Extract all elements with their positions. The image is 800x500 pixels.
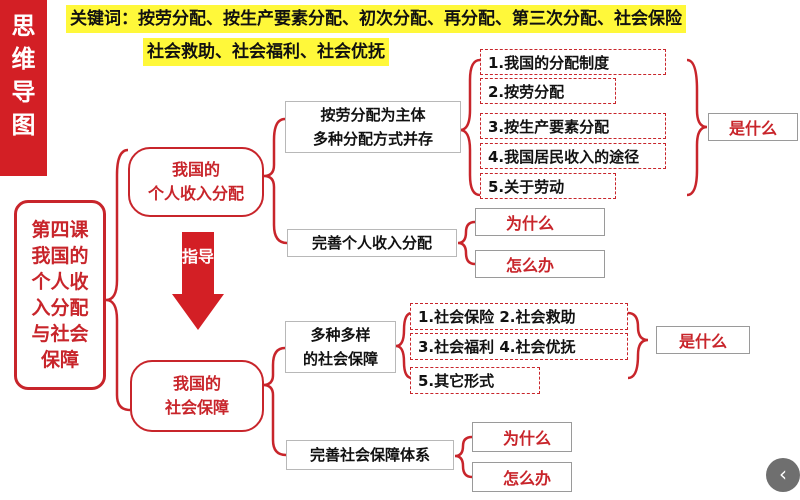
side-char: 思 — [11, 12, 36, 40]
security-node-line-2: 社会保障 — [164, 398, 229, 417]
list-item: 2.按劳分配 — [480, 78, 616, 104]
income-distribution-node: 我国的 个人收入分配 — [128, 147, 264, 217]
keywords-line-1: 关键词：按劳分配、按生产要素分配、初次分配、再分配、第三次分配、社会保险 — [66, 5, 686, 33]
side-char: 维 — [11, 45, 36, 73]
security-why-box: 为什么 — [472, 422, 572, 452]
keywords-line-2: 社会救助、社会福利、社会优抚 — [143, 38, 389, 66]
income-how-box: 怎么办 — [475, 250, 605, 278]
list-item: 5.其它形式 — [410, 367, 540, 394]
chevron-left-icon[interactable]: ‹ — [766, 458, 800, 492]
side-char: 导 — [11, 78, 36, 106]
lesson-title-box: 第四课我国的个人收入分配与社会保障 — [14, 200, 106, 390]
distribution-system-line-2: 多种分配方式并存 — [312, 130, 433, 148]
distribution-system-box: 按劳分配为主体 多种分配方式并存 — [285, 101, 461, 153]
diverse-security-box: 多种多样 的社会保障 — [285, 321, 396, 373]
list-item: 3.按生产要素分配 — [480, 113, 666, 139]
income-is-what-tag: 是什么 — [708, 113, 798, 141]
security-is-what-tag: 是什么 — [656, 326, 750, 354]
lesson-title: 第四课我国的个人收入分配与社会保障 — [31, 219, 89, 371]
guide-down-arrow-icon — [172, 232, 224, 330]
list-item: 4.我国居民收入的途径 — [480, 143, 666, 169]
income-node-line-1: 我国的 — [171, 160, 220, 179]
list-item: 5.关于劳动 — [480, 173, 616, 199]
mind-map-side-label: 思 维 导 图 — [0, 0, 47, 176]
side-char: 图 — [11, 111, 36, 139]
improve-security-system-box: 完善社会保障体系 — [286, 440, 454, 470]
social-security-node: 我国的 社会保障 — [130, 360, 264, 432]
security-how-box: 怎么办 — [472, 462, 572, 492]
improve-income-distribution-box: 完善个人收入分配 — [287, 229, 457, 257]
distribution-system-line-1: 按劳分配为主体 — [320, 106, 426, 124]
income-why-box: 为什么 — [475, 208, 605, 236]
list-item: 1.社会保险 2.社会救助 — [410, 303, 628, 330]
list-item: 1.我国的分配制度 — [480, 49, 666, 75]
income-node-line-2: 个人收入分配 — [147, 184, 244, 203]
list-item: 3.社会福利 4.社会优抚 — [410, 333, 628, 360]
diverse-security-line-1: 多种多样 — [310, 326, 371, 344]
security-node-line-1: 我国的 — [172, 374, 221, 393]
diverse-security-line-2: 的社会保障 — [302, 350, 378, 368]
guide-label: 指导 — [182, 247, 215, 266]
